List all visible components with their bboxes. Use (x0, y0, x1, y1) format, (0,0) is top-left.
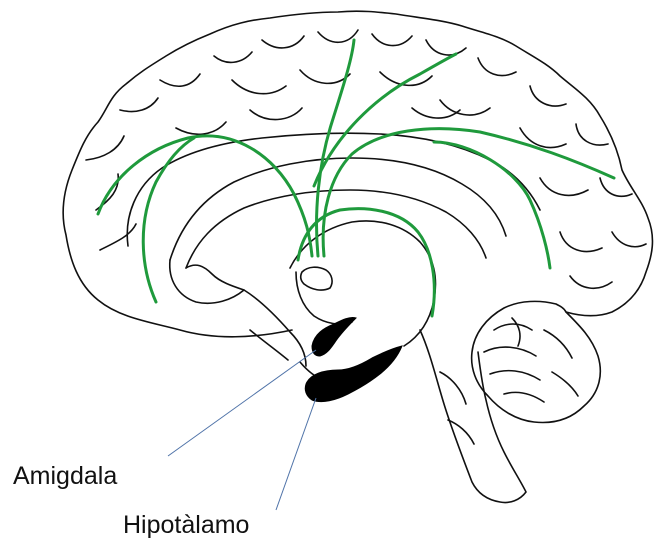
fiber-tract-1 (98, 136, 312, 256)
temporal-lobe-outline (244, 290, 306, 366)
fiber-tracts (98, 40, 614, 316)
anterior-commissure (301, 267, 332, 290)
fiber-tract-4 (314, 54, 456, 186)
callosum-genu (170, 260, 244, 303)
limbic-structures (305, 317, 402, 401)
leader-lines (168, 350, 316, 510)
corpus-callosum-inner (186, 190, 486, 268)
hypothalamus-label: Hipotàlamo (123, 513, 249, 538)
brainstem-outline (420, 330, 526, 503)
fiber-tract-6 (434, 142, 550, 268)
cerebellum-outline (472, 301, 601, 422)
cerebellum-folia (484, 318, 578, 402)
amygdala-label: Amigdala (13, 464, 117, 489)
brain-outline (63, 11, 652, 502)
third-ventricle-outline (296, 272, 352, 324)
thalamus-outline (290, 221, 435, 346)
fiber-tract-7 (298, 209, 434, 316)
leader-line-amygdala (168, 350, 316, 456)
leader-line-hypothalamus (276, 398, 316, 510)
fiber-tract-2 (143, 138, 194, 302)
